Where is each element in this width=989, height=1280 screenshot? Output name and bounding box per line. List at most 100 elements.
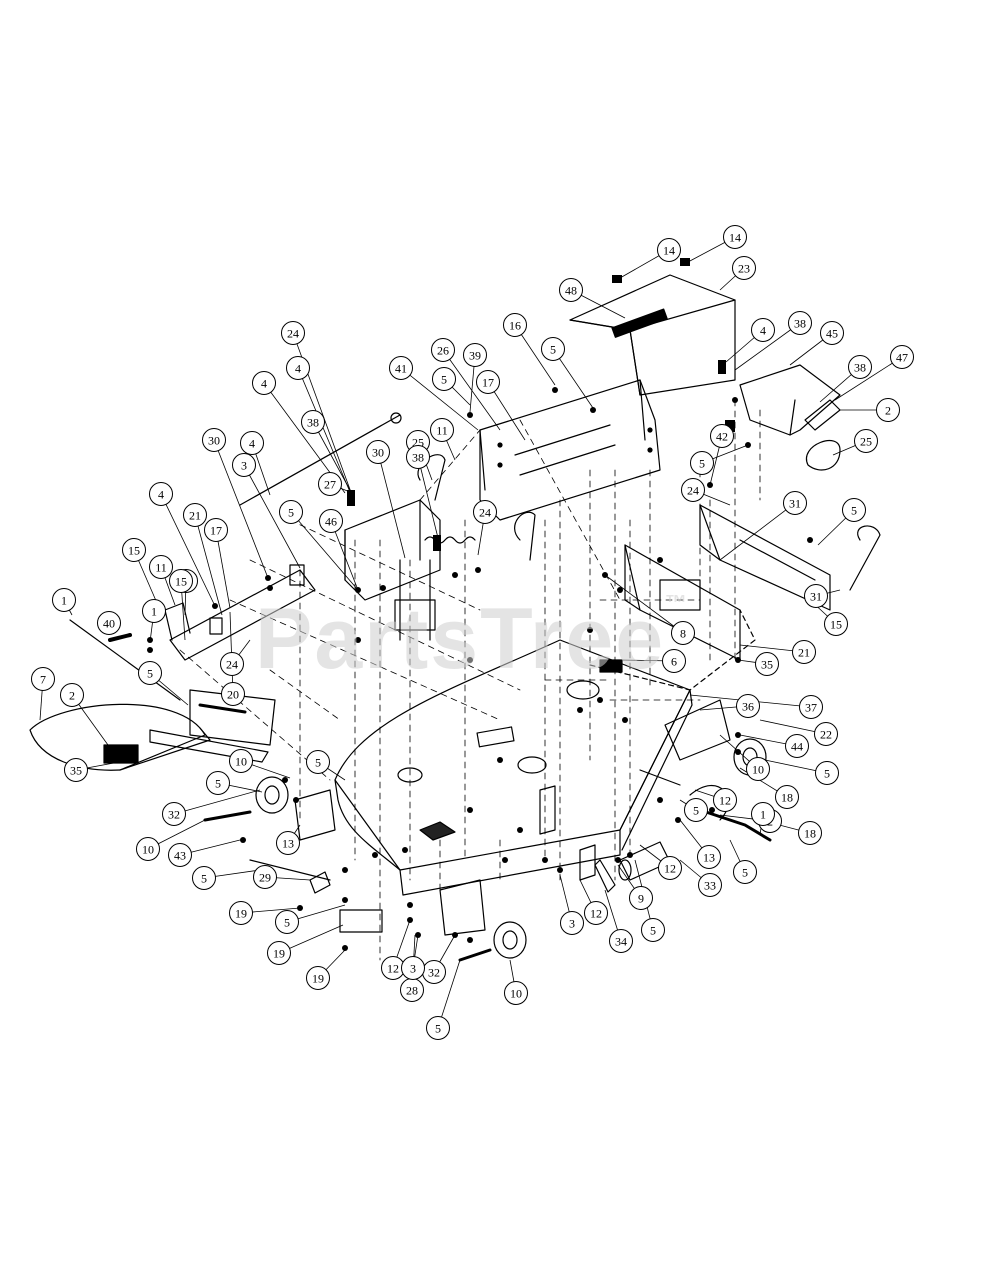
callout-number: 2 bbox=[69, 689, 75, 703]
callout-number: 35 bbox=[70, 764, 82, 778]
part-callout-12: 12 bbox=[381, 956, 405, 980]
callout-circle bbox=[785, 734, 809, 758]
callout-circle bbox=[746, 757, 770, 781]
callout-leader-line bbox=[215, 529, 231, 609]
callout-number: 12 bbox=[719, 794, 731, 808]
callout-number: 14 bbox=[729, 231, 741, 245]
callout-leader-line bbox=[377, 451, 406, 559]
part-callout-38: 38 bbox=[788, 311, 812, 335]
part-callout-8: 8 bbox=[671, 621, 695, 645]
part-callout-4: 4 bbox=[149, 482, 173, 506]
callout-circle bbox=[432, 367, 456, 391]
callout-circle bbox=[204, 518, 228, 542]
part-callout-32: 32 bbox=[162, 802, 186, 826]
callout-circle bbox=[389, 356, 413, 380]
part-callout-34: 34 bbox=[609, 929, 633, 953]
part-callout-4: 4 bbox=[252, 371, 276, 395]
callout-number: 10 bbox=[142, 843, 154, 857]
callout-circle bbox=[142, 599, 166, 623]
part-callout-19: 19 bbox=[229, 901, 253, 925]
callout-circle bbox=[736, 694, 760, 718]
callout-number: 31 bbox=[810, 590, 822, 604]
part-callout-3: 3 bbox=[560, 911, 584, 935]
callout-number: 44 bbox=[791, 740, 803, 754]
callout-circle bbox=[690, 451, 714, 475]
part-callout-5: 5 bbox=[641, 918, 665, 942]
callout-number: 32 bbox=[168, 808, 180, 822]
part-callout-29: 29 bbox=[253, 865, 277, 889]
part-callout-36: 36 bbox=[736, 694, 760, 718]
box-decal-label: CUB CADET bbox=[620, 313, 661, 334]
callout-number: 38 bbox=[412, 451, 424, 465]
callout-circle bbox=[775, 785, 799, 809]
callout-leader-line bbox=[173, 789, 261, 815]
callout-number: 5 bbox=[441, 373, 447, 387]
callout-circle bbox=[751, 802, 775, 826]
callout-circle bbox=[584, 901, 608, 925]
callout-number: 5 bbox=[147, 667, 153, 681]
callout-number: 3 bbox=[410, 962, 416, 976]
callout-circle bbox=[318, 472, 342, 496]
callout-circle bbox=[232, 453, 256, 477]
callout-leader-line bbox=[604, 574, 684, 634]
callout-circle bbox=[221, 682, 245, 706]
callout-circle bbox=[723, 225, 747, 249]
part-callout-12: 12 bbox=[658, 856, 682, 880]
callout-number: 39 bbox=[469, 349, 481, 363]
callout-circle bbox=[31, 667, 55, 691]
callout-circle bbox=[792, 640, 816, 664]
part-callout-47: 47 bbox=[890, 345, 914, 369]
callout-number: 26 bbox=[437, 344, 449, 358]
callout-number: 5 bbox=[435, 1022, 441, 1036]
callout-number: 4 bbox=[158, 488, 164, 502]
callout-circle bbox=[149, 482, 173, 506]
callout-leader-line bbox=[213, 439, 269, 579]
callout-number: 21 bbox=[798, 646, 810, 660]
callout-circle bbox=[755, 652, 779, 676]
callout-number: 16 bbox=[509, 319, 521, 333]
callout-circle bbox=[848, 355, 872, 379]
callout-number: 37 bbox=[805, 701, 817, 715]
part-callout-5: 5 bbox=[275, 910, 299, 934]
callout-number: 40 bbox=[103, 617, 115, 631]
callout-circle bbox=[267, 941, 291, 965]
callout-number: 5 bbox=[315, 756, 321, 770]
part-callout-10: 10 bbox=[504, 981, 528, 1005]
callout-number: 18 bbox=[804, 827, 816, 841]
callout-circle bbox=[671, 621, 695, 645]
callout-circle bbox=[876, 398, 900, 422]
callout-number: 4 bbox=[295, 362, 301, 376]
callout-circle bbox=[473, 500, 497, 524]
callout-circle bbox=[279, 500, 303, 524]
callout-circle bbox=[697, 845, 721, 869]
callout-circle bbox=[229, 901, 253, 925]
part-callout-28: 28 bbox=[400, 978, 424, 1002]
part-callout-5: 5 bbox=[306, 750, 330, 774]
part-callout-1: 1 bbox=[52, 588, 76, 612]
callout-number: 45 bbox=[826, 327, 838, 341]
callout-circle bbox=[168, 843, 192, 867]
callout-number: 33 bbox=[704, 879, 716, 893]
callout-circle bbox=[240, 431, 264, 455]
callout-circle bbox=[783, 491, 807, 515]
callout-circle bbox=[169, 569, 193, 593]
callout-number: 5 bbox=[215, 777, 221, 791]
part-callout-41: 41 bbox=[389, 356, 413, 380]
callout-number: 38 bbox=[307, 416, 319, 430]
callout-circle bbox=[698, 873, 722, 897]
part-callout-31: 31 bbox=[804, 584, 828, 608]
callout-leader-line bbox=[400, 367, 479, 431]
callout-number: 20 bbox=[227, 688, 239, 702]
part-callout-5: 5 bbox=[192, 866, 216, 890]
callout-number: 24 bbox=[479, 506, 491, 520]
callout-circle bbox=[751, 318, 775, 342]
callout-number: 48 bbox=[565, 284, 577, 298]
callout-circle bbox=[681, 478, 705, 502]
callout-number: 46 bbox=[325, 515, 337, 529]
callout-circle bbox=[733, 860, 757, 884]
part-callout-30: 30 bbox=[202, 428, 226, 452]
callout-number: 3 bbox=[569, 917, 575, 931]
part-callout-38: 38 bbox=[406, 445, 430, 469]
callout-circle bbox=[463, 343, 487, 367]
callout-circle bbox=[64, 758, 88, 782]
